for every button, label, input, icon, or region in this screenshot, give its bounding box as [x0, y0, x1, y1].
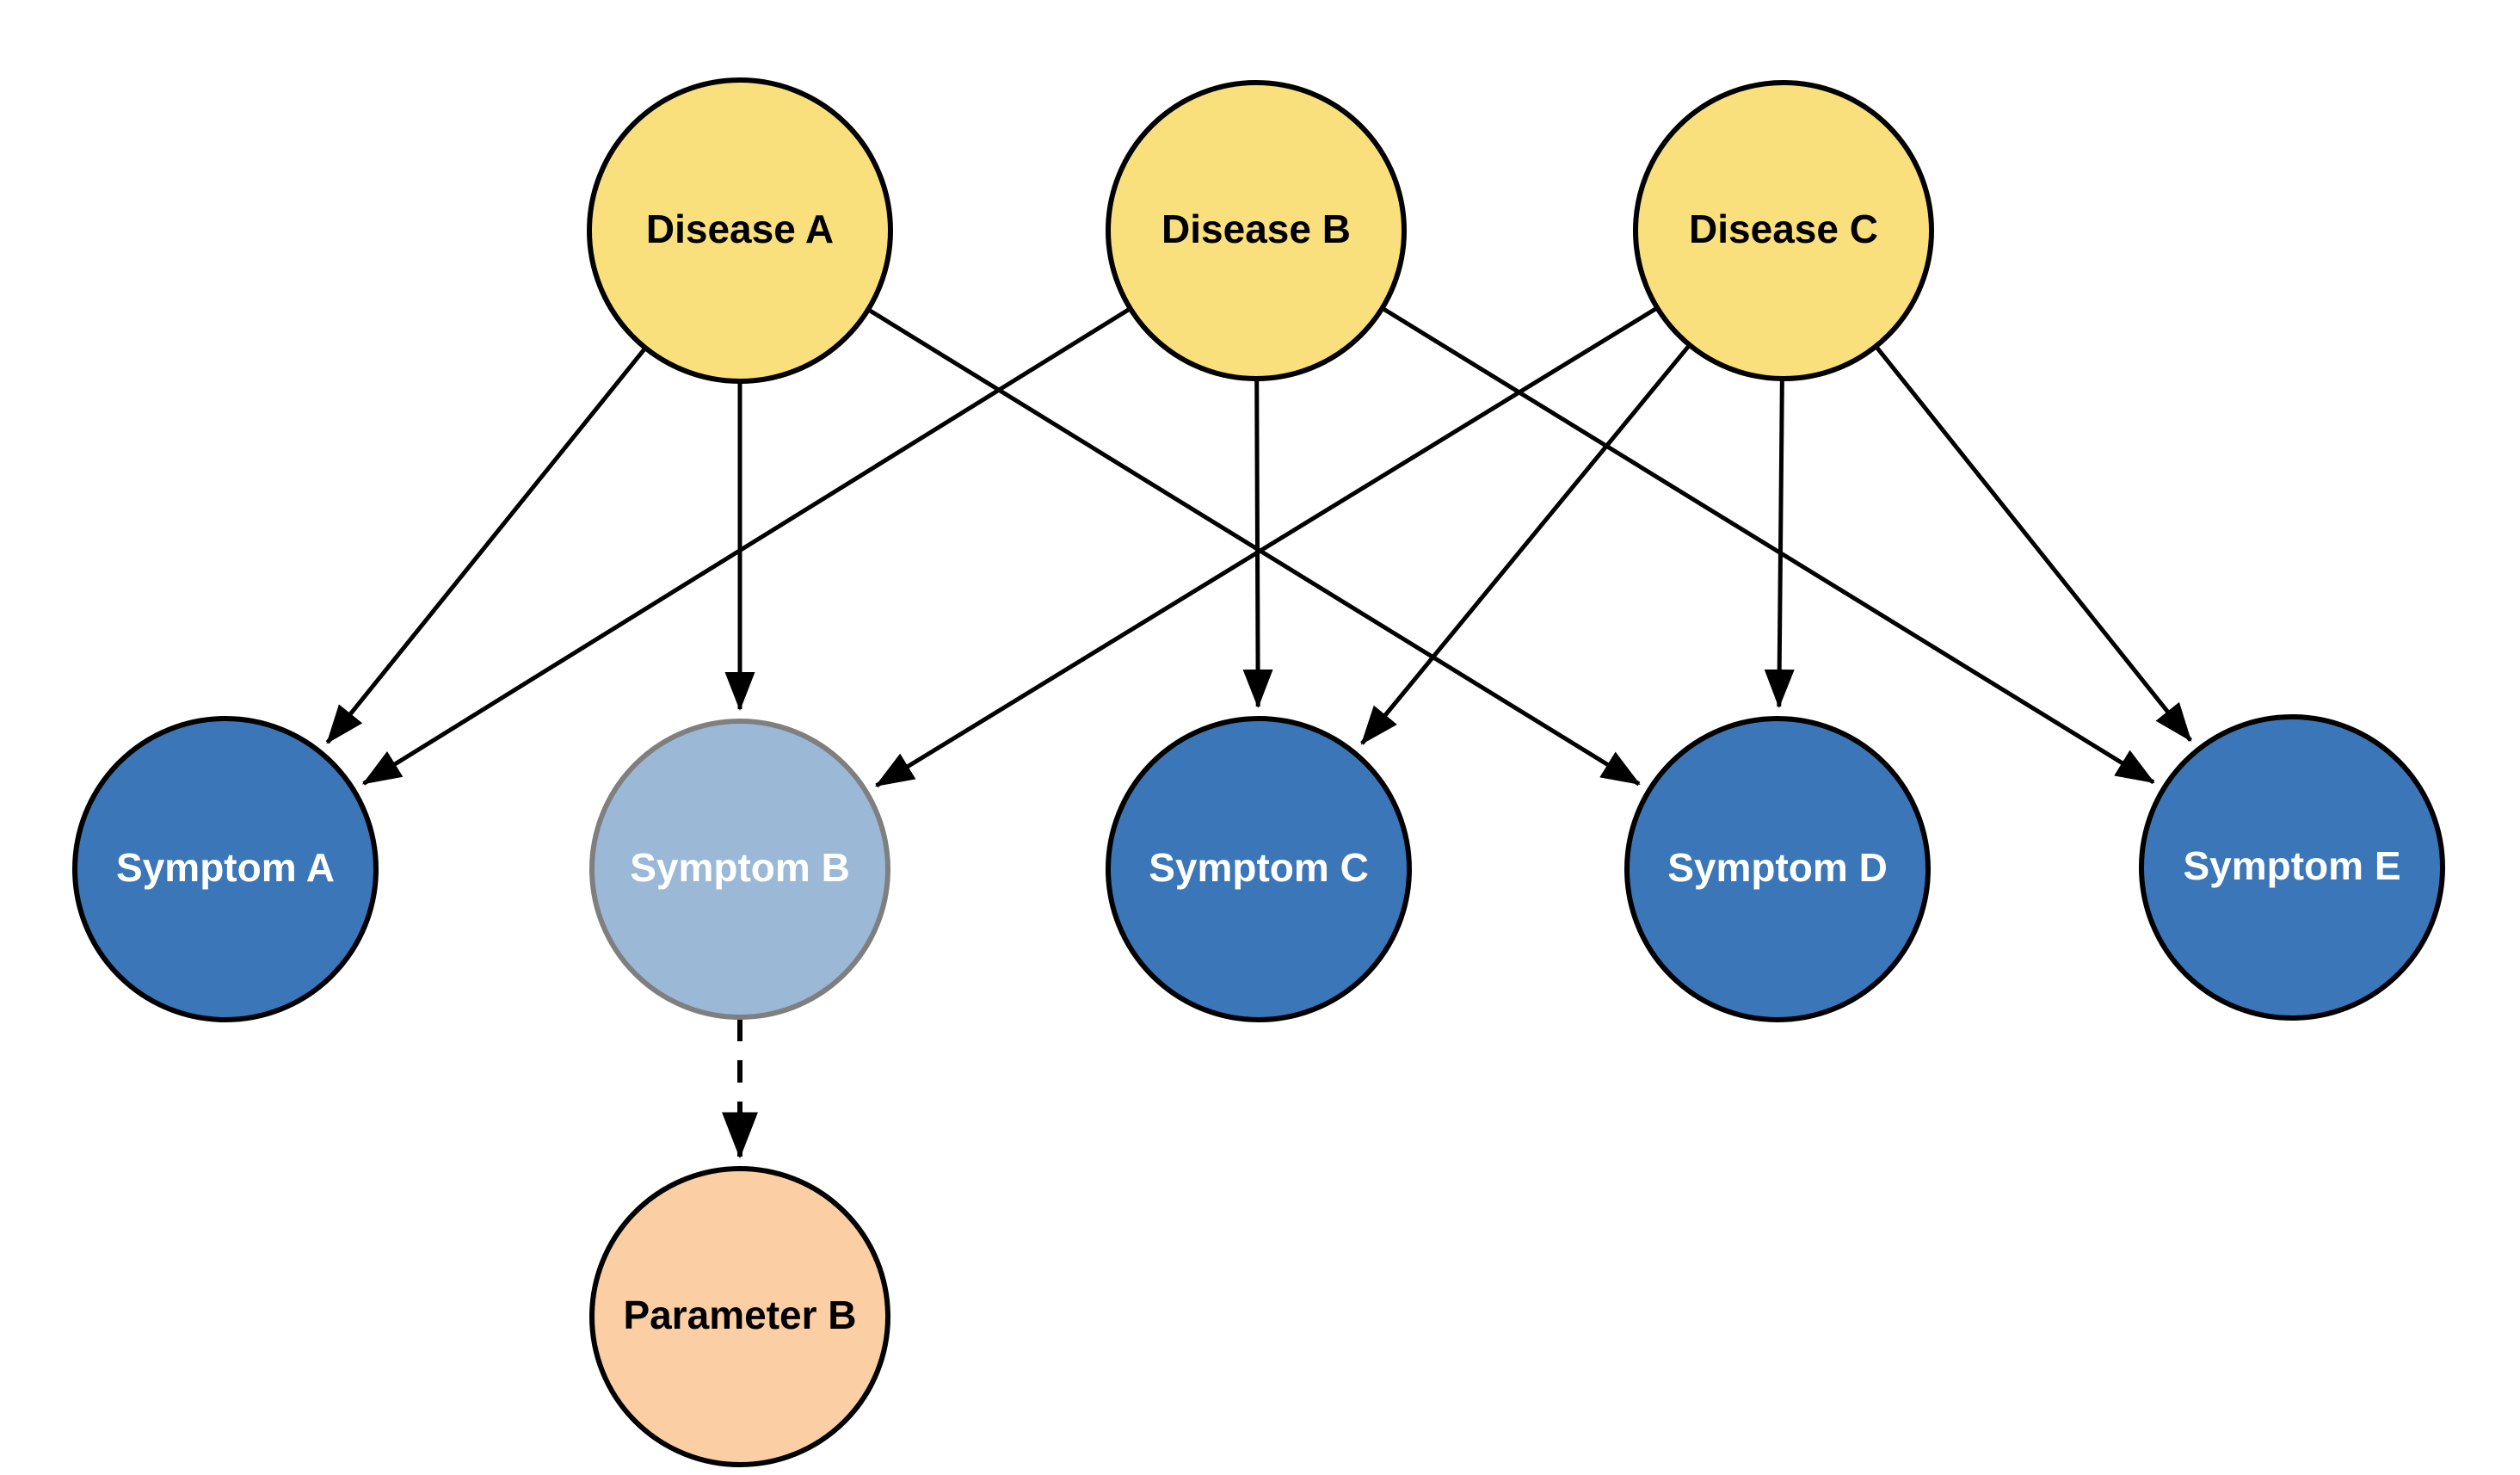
node-symptom-b[interactable]: Symptom B	[589, 719, 890, 1020]
edge-disease-a-to-symptom-a	[325, 348, 646, 744]
edge-disease-c-to-symptom-c	[1360, 344, 1691, 745]
node-symptom-e[interactable]: Symptom E	[2139, 714, 2445, 1021]
node-disease-b[interactable]: Disease B	[1106, 80, 1407, 381]
edge-disease-b-to-symptom-c	[1242, 380, 1273, 709]
edge-disease-b-to-symptom-e	[1382, 306, 2155, 785]
symptom-c-circle[interactable]	[1106, 716, 1412, 1022]
disease-c-circle[interactable]	[1633, 80, 1934, 381]
symptom-a-circle[interactable]	[72, 716, 379, 1022]
disease-a-circle[interactable]	[587, 77, 893, 384]
nodes-layer: Disease A Disease B Disease C Symptom A Symp…	[72, 77, 2445, 1467]
edge-disease-c-to-symptom-e	[1875, 346, 2193, 742]
edge-disease-c-to-symptom-b	[874, 306, 1657, 788]
node-parameter-b[interactable]: Parameter B	[589, 1166, 890, 1467]
disease-b-circle[interactable]	[1106, 80, 1407, 381]
symptom-e-circle[interactable]	[2139, 714, 2445, 1021]
symptom-b-circle[interactable]	[589, 719, 890, 1020]
node-symptom-d[interactable]: Symptom D	[1624, 716, 1931, 1022]
node-symptom-c[interactable]: Symptom C	[1106, 716, 1412, 1022]
parameter-b-circle[interactable]	[589, 1166, 890, 1467]
edge-disease-b-to-symptom-a	[361, 307, 1131, 786]
edge-disease-c-to-symptom-d	[1764, 380, 1795, 709]
symptom-d-circle[interactable]	[1624, 716, 1931, 1022]
edges-layer	[325, 306, 2193, 1159]
node-disease-c[interactable]: Disease C	[1633, 80, 1934, 381]
node-symptom-a[interactable]: Symptom A	[72, 716, 379, 1022]
node-disease-a[interactable]: Disease A	[587, 77, 893, 384]
